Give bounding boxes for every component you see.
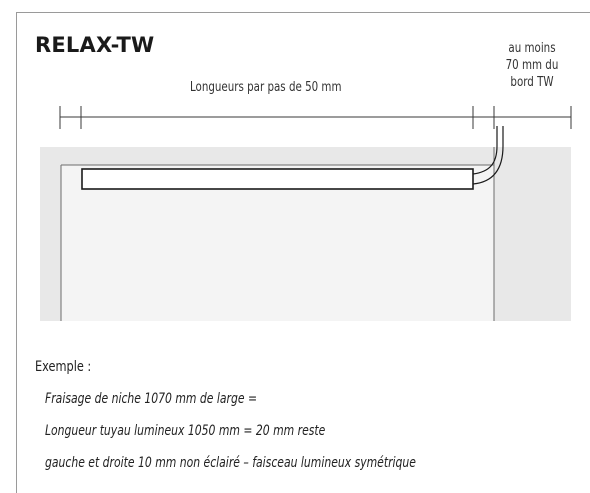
edge-distance-line-3: bord TW [510, 75, 554, 90]
light-tube [81, 168, 474, 190]
product-title: RELAX-TW [35, 33, 155, 57]
niche-outline [60, 147, 495, 321]
feed-cable [472, 126, 504, 185]
edge-distance-line-2: 70 mm du [505, 58, 559, 73]
example-line-2: Longueur tuyau lumineux 1050 mm = 20 mm … [45, 423, 326, 439]
example-line-3: gauche et droite 10 mm non éclairé – fai… [45, 455, 416, 471]
niche-area [61, 165, 494, 321]
diagram-frame [16, 12, 590, 493]
edge-distance-line-1: au moins [508, 41, 556, 56]
lengths-label: Longueurs par pas de 50 mm [190, 80, 342, 95]
edge-distance-label: au moins 70 mm du bord TW [498, 40, 567, 91]
dimension-line [59, 106, 572, 129]
example-line-1: Fraisage de niche 1070 mm de large = [45, 391, 258, 407]
example-heading: Exemple : [35, 359, 92, 375]
